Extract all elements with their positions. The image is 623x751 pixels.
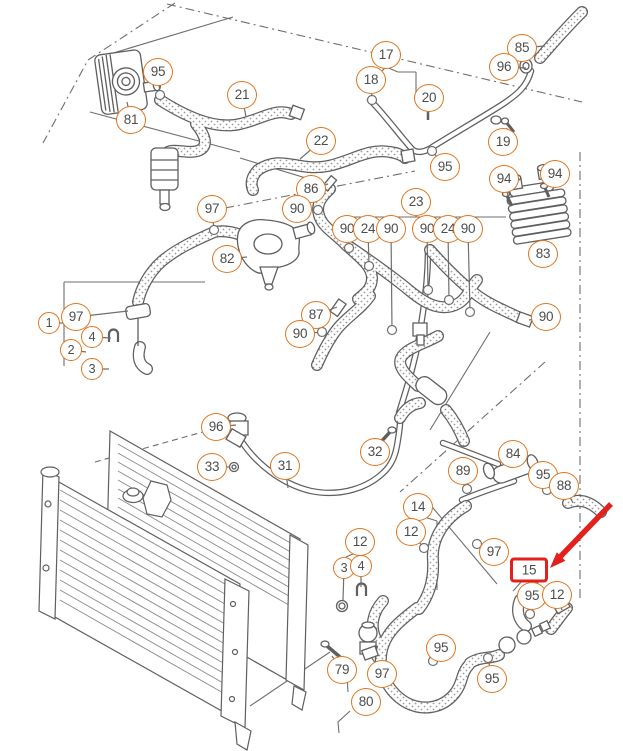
callout-97[interactable]: 97	[367, 660, 397, 688]
callout-90[interactable]: 90	[285, 320, 315, 348]
callout-21[interactable]: 21	[227, 81, 257, 109]
callout-18[interactable]: 18	[356, 66, 386, 94]
callout-94[interactable]: 94	[540, 160, 570, 188]
radiator-rear	[105, 429, 309, 711]
callout-1[interactable]: 1	[38, 312, 60, 334]
callout-97[interactable]: 97	[197, 195, 227, 223]
callout-14[interactable]: 14	[403, 493, 433, 521]
callout-12[interactable]: 12	[542, 581, 572, 609]
callout-19[interactable]: 19	[488, 128, 518, 156]
callout-79[interactable]: 79	[327, 656, 357, 684]
highlighted-callout-15[interactable]: 15	[510, 557, 548, 583]
callout-95[interactable]: 95	[143, 58, 173, 86]
callout-12[interactable]: 12	[396, 518, 426, 546]
callout-97[interactable]: 97	[61, 303, 91, 331]
callout-95[interactable]: 95	[477, 665, 507, 693]
callout-83[interactable]: 83	[528, 240, 558, 268]
callout-90[interactable]: 90	[282, 195, 312, 223]
callout-89[interactable]: 89	[448, 457, 478, 485]
callout-97[interactable]: 97	[479, 538, 509, 566]
callout-4[interactable]: 4	[350, 555, 372, 577]
callout-12[interactable]: 12	[345, 528, 375, 556]
thermostat-housing	[236, 218, 316, 291]
callout-90[interactable]: 90	[531, 303, 561, 331]
callout-90[interactable]: 90	[453, 215, 483, 243]
callout-94[interactable]: 94	[489, 165, 519, 193]
radiator-front	[38, 466, 252, 751]
callout-4[interactable]: 4	[81, 326, 103, 348]
callout-33[interactable]: 33	[197, 453, 227, 481]
callout-96[interactable]: 96	[489, 53, 519, 81]
callout-81[interactable]: 81	[116, 106, 146, 134]
callout-82[interactable]: 82	[212, 245, 242, 273]
callout-3[interactable]: 3	[81, 358, 103, 380]
callout-31[interactable]: 31	[270, 452, 300, 480]
callout-84[interactable]: 84	[498, 440, 528, 468]
callout-95[interactable]: 95	[426, 634, 456, 662]
callout-17[interactable]: 17	[371, 41, 401, 69]
callout-32[interactable]: 32	[360, 438, 390, 466]
callout-95[interactable]: 95	[430, 153, 460, 181]
callout-2[interactable]: 2	[60, 339, 82, 361]
callout-23[interactable]: 23	[401, 188, 431, 216]
highlight-arrow	[550, 502, 613, 568]
callout-22[interactable]: 22	[306, 127, 336, 155]
callout-80[interactable]: 80	[351, 688, 381, 716]
callout-96[interactable]: 96	[201, 413, 231, 441]
callout-87[interactable]: 87	[301, 301, 331, 329]
callout-88[interactable]: 88	[549, 472, 579, 500]
callout-90[interactable]: 90	[376, 215, 406, 243]
callout-20[interactable]: 20	[414, 84, 444, 112]
expansion-tank	[94, 49, 161, 115]
